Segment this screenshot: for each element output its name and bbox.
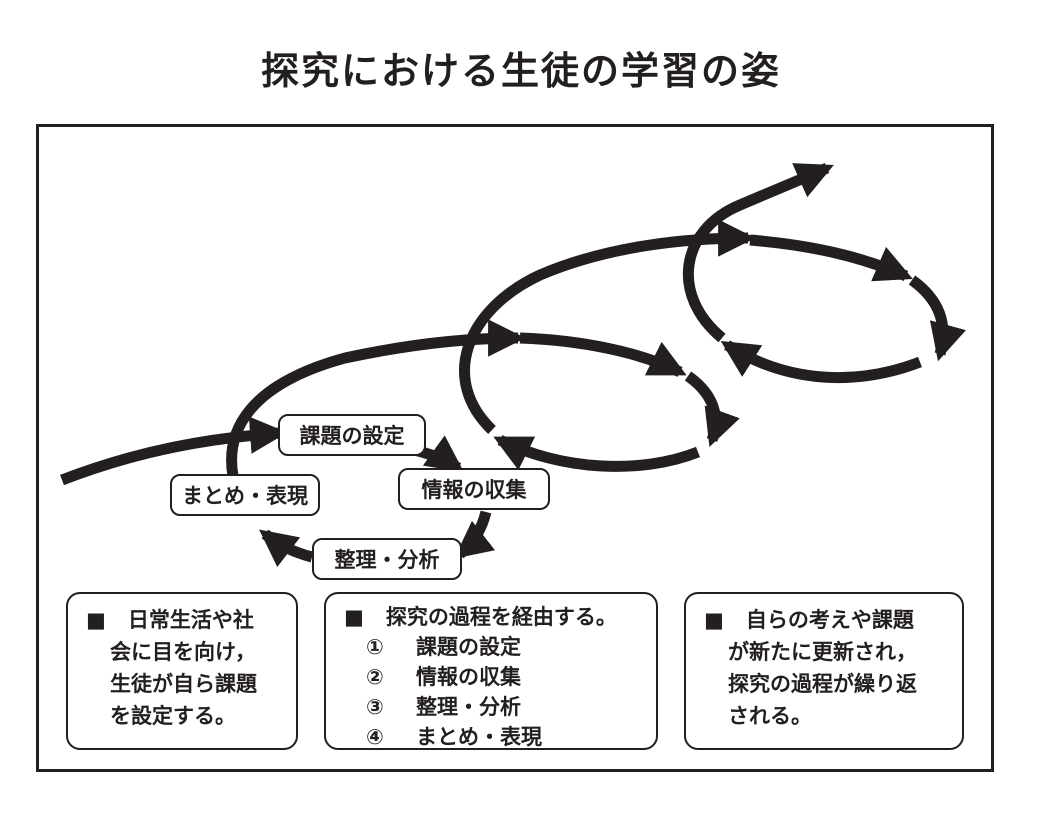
loop2-arrow-1 — [519, 332, 687, 377]
step-number: ② — [366, 665, 384, 689]
bullet-icon: ■ — [344, 605, 364, 629]
note-text: される。 — [728, 704, 812, 728]
note-box-1: ■ 日常生活や社 会に目を向け， 生徒が自ら課題 を設定する。 — [66, 592, 298, 750]
loop1-arrow-analysis — [259, 529, 314, 568]
note-text: 生徒が自ら課題 — [110, 672, 257, 696]
note-text: が新たに更新され， — [728, 640, 917, 664]
loop2-arrow-3 — [493, 435, 701, 472]
bullet-icon: ■ — [86, 608, 106, 632]
label-task-setting: 課題の設定 — [278, 414, 426, 456]
note-box-2: ■ 探究の過程を経由する。 ① 課題の設定 ② 情報の収集 ③ 整理・分析 ④ まとめ・表… — [324, 592, 658, 750]
note-text: を設定する。 — [110, 704, 236, 728]
bullet-icon: ■ — [704, 608, 724, 632]
label-info-collection: 情報の収集 — [398, 468, 550, 510]
note-box-3: ■ 自らの考えや課題 が新たに更新され， 探究の過程が繰り返 される。 — [684, 592, 964, 750]
step-text: まとめ・表現 — [416, 725, 542, 749]
note-text: 探究の過程が繰り返 — [728, 672, 917, 696]
page-title: 探究における生徒の学習の姿 — [260, 49, 781, 93]
note-text: 会に目を向け， — [110, 640, 256, 664]
step-text: 情報の収集 — [416, 665, 521, 689]
note-text: 日常生活や社 — [127, 608, 254, 632]
loop2-arrow-2 — [684, 371, 740, 448]
step-text: 課題の設定 — [416, 635, 521, 659]
loop3-arrow-2 — [908, 275, 966, 362]
step-number: ① — [366, 635, 384, 659]
loop1-arrow-collection — [454, 510, 496, 559]
step-number: ③ — [366, 695, 384, 719]
loop3-arrow-1 — [749, 234, 913, 282]
label-summary-expression: まとめ・表現 — [170, 474, 320, 516]
note-text: 自らの考えや課題 — [745, 608, 914, 632]
entry-arrow — [60, 416, 288, 486]
step-number: ④ — [366, 725, 384, 749]
loop3-arrow-3 — [720, 340, 922, 383]
loop2-arrow-4 — [459, 219, 756, 434]
note-text: 探究の過程を経由する。 — [385, 605, 617, 629]
step-text: 整理・分析 — [416, 695, 521, 719]
label-organize-analyze: 整理・分析 — [312, 538, 462, 580]
diagram-frame — [36, 124, 994, 772]
loop3-arrow-4 — [682, 162, 834, 343]
